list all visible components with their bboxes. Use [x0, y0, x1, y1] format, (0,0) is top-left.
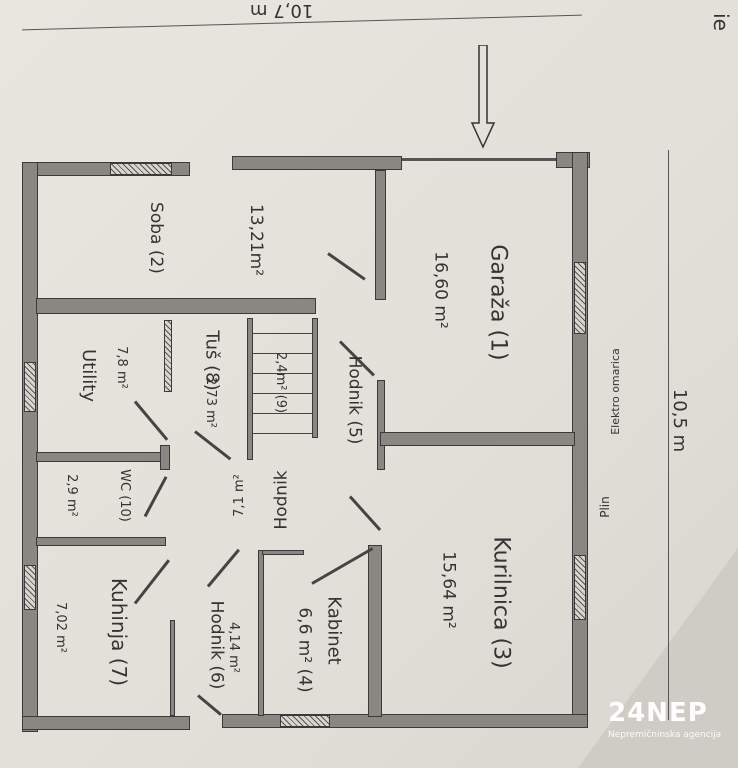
room-utility-area: 7,8 m²	[113, 346, 129, 389]
wall-inner	[377, 380, 385, 470]
agency-logo: 24NEP Nepremičninska agencija	[608, 698, 721, 740]
room-tus-area: 2,73 m²	[202, 377, 218, 428]
room-hodnik-area: 7,1 m²	[231, 474, 247, 517]
room-kurilnica-label: Kurilnica (3)	[488, 536, 514, 669]
room-hodnik-label: Hodnik	[271, 470, 292, 530]
room-wc-area: 2,9 m²	[63, 474, 79, 517]
garage-door	[402, 158, 556, 161]
wall-bottom-right	[222, 714, 588, 728]
room-garaza-label: Garaža (1)	[485, 244, 511, 361]
wall-bottom-left	[22, 716, 190, 730]
room-kurilnica-area: 15,64 m²	[438, 551, 459, 629]
plin-annotation: Plin	[597, 496, 612, 518]
room-wc-label: WC (10)	[116, 469, 132, 522]
window	[574, 262, 586, 334]
room-soba-label: Soba (2)	[145, 202, 166, 274]
wall-inner	[312, 318, 318, 438]
window	[574, 555, 586, 620]
shower-wall	[164, 320, 172, 392]
wall-inner	[36, 298, 316, 314]
elektro-annotation: Elektro omarica	[608, 348, 622, 435]
width-dimension-label: 10,7 m	[250, 0, 314, 21]
wall-top-mid	[232, 156, 402, 170]
room-hodnik-6-label: Hodnik (6)	[206, 600, 227, 690]
room-hodnik-5-label: Hodnik (5)	[344, 355, 365, 445]
room-soba-area: 13,21m²	[246, 203, 267, 277]
window	[24, 362, 36, 412]
room-hodnik-6-area: 4,14 m²	[225, 622, 241, 673]
wall-inner	[170, 620, 175, 716]
entrance-arrow-icon	[470, 44, 496, 150]
wall-inner	[375, 170, 386, 300]
logo-brand: 24NEP	[608, 698, 708, 728]
wall-inner	[258, 550, 264, 716]
wall-inner	[36, 452, 166, 462]
corner-text: ie	[708, 13, 733, 31]
room-kuhinja-label: Kuhinja (7)	[107, 577, 132, 687]
wall-inner	[247, 318, 253, 460]
window	[110, 163, 172, 175]
room-kabinet-area: 6,6 m² (4)	[294, 607, 315, 693]
paper-fold	[578, 548, 738, 768]
height-dimension-label: 10,5 m	[669, 388, 691, 453]
wall-inner	[160, 445, 170, 470]
room-utility-label: Utility	[77, 349, 99, 402]
room-kabinet-label: Kabinet	[323, 596, 345, 665]
wall-inner	[36, 537, 166, 546]
window	[24, 565, 36, 610]
wall-left	[22, 162, 38, 732]
wall-inner	[380, 432, 575, 446]
wall-inner	[262, 550, 304, 555]
room-garaza-area: 16,60 m²	[430, 251, 451, 329]
window	[280, 715, 330, 727]
height-dimension-line	[668, 150, 669, 720]
room-kuhinja-area: 7,02 m²	[52, 602, 68, 653]
wall-inner	[368, 545, 382, 717]
room-stairs-label: 2,4m² (9)	[273, 351, 289, 414]
logo-tagline: Nepremičninska agencija	[608, 730, 722, 740]
